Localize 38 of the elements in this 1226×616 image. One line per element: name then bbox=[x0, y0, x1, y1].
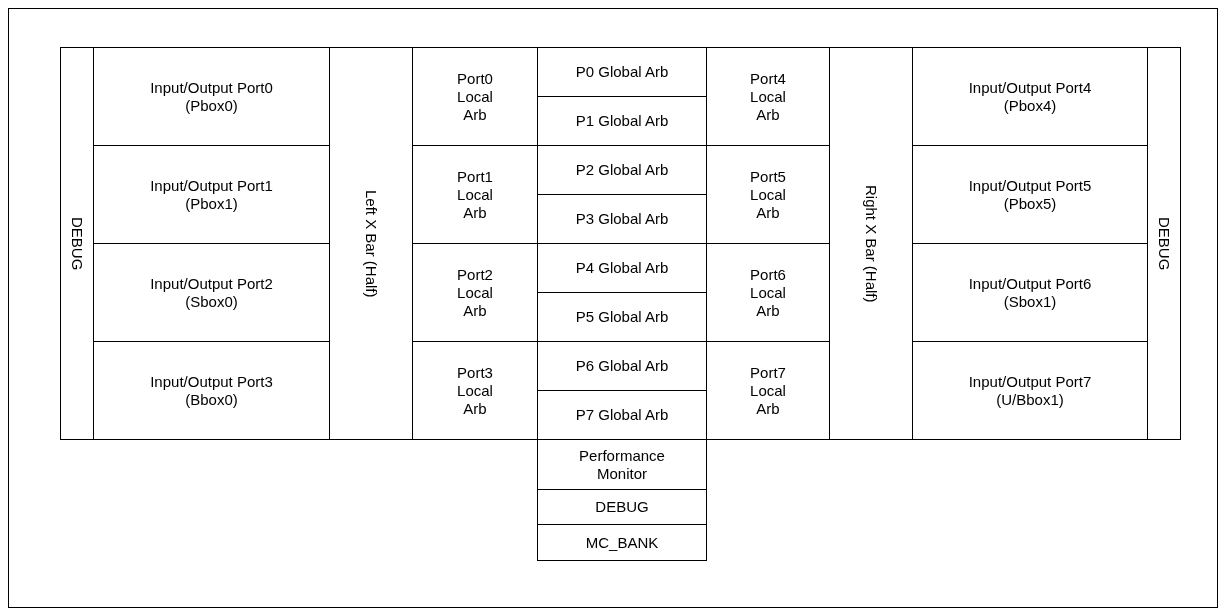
block-label: Input/Output Port3 (Bbox0) bbox=[149, 372, 274, 409]
block-label: Port0 Local Arb bbox=[456, 69, 494, 124]
block-label: Performance Monitor bbox=[578, 446, 666, 483]
block bbox=[1147, 47, 1181, 440]
block-label: Port7 Local Arb bbox=[749, 363, 787, 418]
block-label: DEBUG bbox=[1155, 216, 1173, 271]
block-label: Input/Output Port4 (Pbox4) bbox=[967, 78, 1093, 115]
block-label: P5 Global Arb bbox=[575, 308, 669, 326]
block bbox=[537, 524, 707, 561]
block-label: P4 Global Arb bbox=[575, 259, 669, 277]
block-label: Port1 Local Arb bbox=[456, 167, 494, 222]
block bbox=[329, 47, 413, 440]
block bbox=[60, 47, 94, 440]
block-label: DEBUG bbox=[595, 498, 649, 516]
block-label: P1 Global Arb bbox=[575, 112, 669, 130]
block bbox=[829, 47, 913, 440]
block-label: Input/Output Port6 (Sbox1) bbox=[967, 274, 1093, 311]
block-label: P0 Global Arb bbox=[575, 63, 669, 81]
block-label: Port5 Local Arb bbox=[749, 167, 787, 222]
block-label: Input/Output Port2 (Sbox0) bbox=[149, 274, 274, 311]
block-label: P6 Global Arb bbox=[575, 357, 669, 375]
block-label: Left X Bar (Half) bbox=[362, 189, 380, 298]
block-label: Port3 Local Arb bbox=[456, 363, 494, 418]
block-label: Port2 Local Arb bbox=[456, 265, 494, 320]
block-label: Input/Output Port7 (U/Bbox1) bbox=[967, 372, 1093, 409]
block-label: MC_BANK bbox=[585, 533, 659, 552]
block-label: DEBUG bbox=[68, 216, 86, 271]
block bbox=[537, 439, 707, 490]
block-label: Input/Output Port0 (Pbox0) bbox=[149, 78, 274, 115]
block bbox=[537, 489, 707, 525]
block-label: Input/Output Port1 (Pbox1) bbox=[149, 176, 274, 213]
block-label: Port6 Local Arb bbox=[749, 265, 787, 320]
block-label: P3 Global Arb bbox=[575, 210, 669, 228]
block-label: Input/Output Port5 (Pbox5) bbox=[967, 176, 1093, 213]
block-label: Port4 Local Arb bbox=[749, 69, 787, 124]
block-label: P7 Global Arb bbox=[575, 406, 669, 424]
block-label: Right X Bar (Half) bbox=[862, 184, 880, 303]
block-label: P2 Global Arb bbox=[575, 161, 669, 179]
